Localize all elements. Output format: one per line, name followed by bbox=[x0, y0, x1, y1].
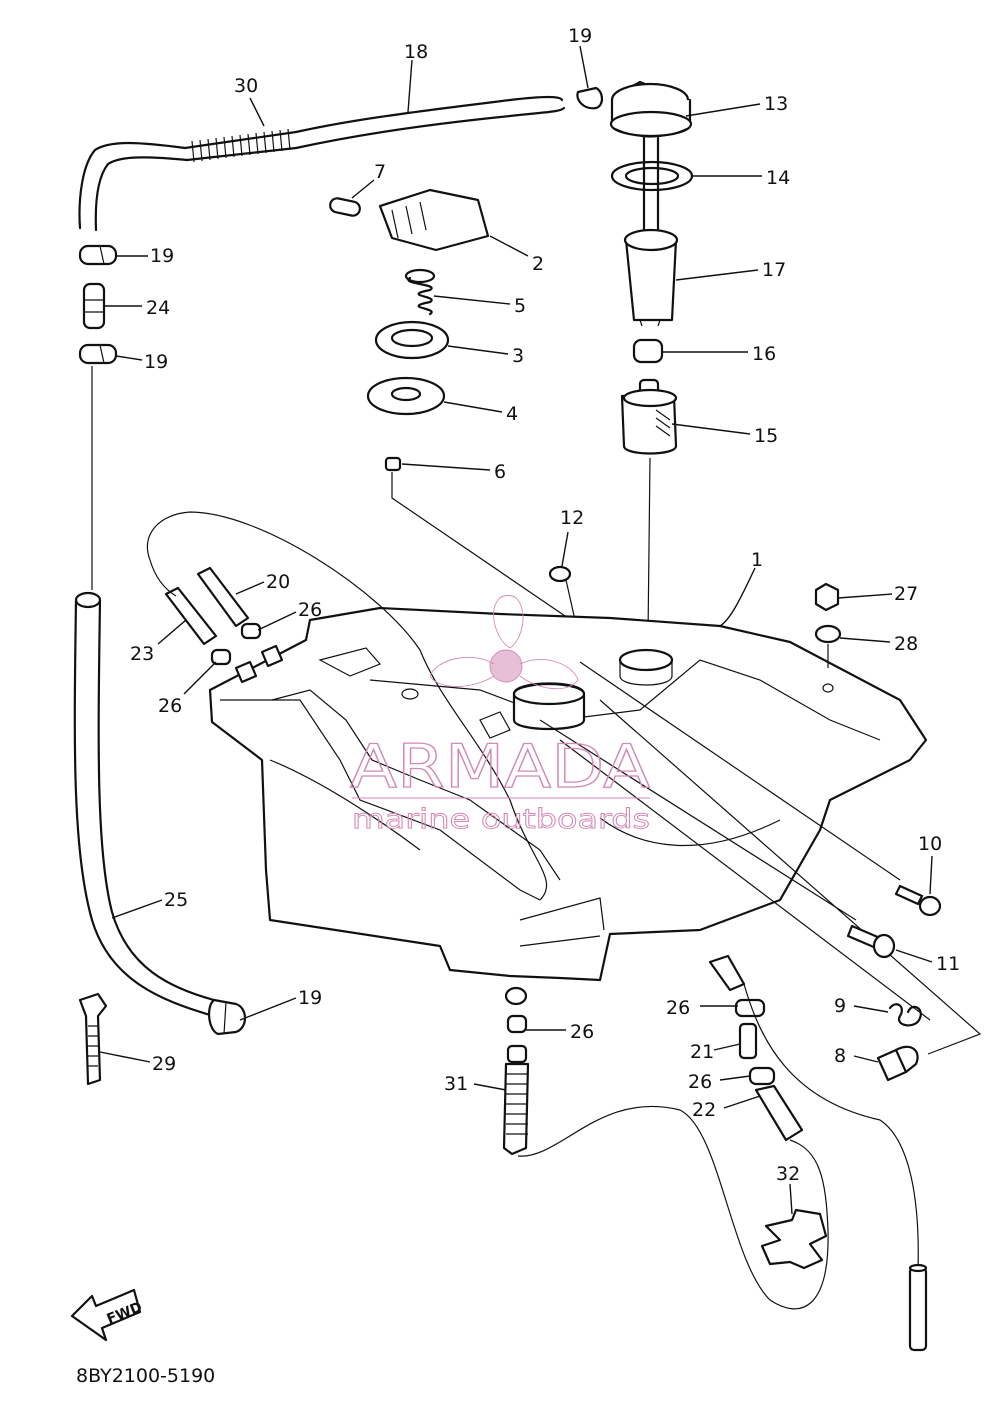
callout-1: 1 bbox=[751, 549, 763, 571]
clip-9 bbox=[888, 1003, 922, 1027]
clamp-16 bbox=[632, 338, 664, 364]
spring-5 bbox=[404, 268, 436, 316]
bracket-32 bbox=[760, 1208, 828, 1270]
callout-26-a: 26 bbox=[298, 599, 322, 621]
clip-8 bbox=[876, 1045, 919, 1082]
clamp-26-left-lower bbox=[210, 648, 232, 666]
callout-3: 3 bbox=[512, 345, 524, 367]
cap-2 bbox=[378, 188, 490, 252]
plate-4 bbox=[366, 376, 446, 416]
tube-23 bbox=[164, 586, 218, 646]
clamp-26-center bbox=[506, 1014, 528, 1034]
document-code: 8BY2100-5190 bbox=[76, 1365, 215, 1387]
callout-5: 5 bbox=[514, 295, 526, 317]
propeller-logo-icon bbox=[429, 595, 579, 690]
cable-tie-29 bbox=[78, 992, 108, 1086]
callout-leaders bbox=[99, 45, 933, 1215]
callout-26-b: 26 bbox=[158, 695, 182, 717]
filler-cap-13 bbox=[609, 80, 693, 138]
callout-14: 14 bbox=[766, 167, 790, 189]
clamp-19-top-left bbox=[78, 244, 118, 266]
fwd-arrow-icon: FWD bbox=[70, 1288, 145, 1342]
hose-31 bbox=[502, 1044, 530, 1156]
fuel-tank-1 bbox=[208, 606, 928, 982]
filter-15 bbox=[620, 378, 678, 455]
callout-30: 30 bbox=[234, 75, 258, 97]
callout-21: 21 bbox=[690, 1041, 714, 1063]
watermark-brand: ARMADA bbox=[350, 732, 650, 802]
callout-13: 13 bbox=[764, 93, 788, 115]
joint-24 bbox=[82, 282, 106, 330]
callout-18: 18 bbox=[404, 41, 428, 63]
callout-26-c: 26 bbox=[570, 1021, 594, 1043]
line-art: FWD ARMADA marine outboards bbox=[70, 80, 982, 1352]
pin-7 bbox=[329, 197, 361, 217]
callout-28: 28 bbox=[894, 633, 918, 655]
callout-4: 4 bbox=[506, 403, 518, 425]
corrugated-hose-30 bbox=[183, 128, 298, 163]
hose-elbow bbox=[708, 954, 746, 992]
clip-19-top bbox=[576, 86, 604, 110]
ring-14 bbox=[610, 160, 694, 192]
callout-12: 12 bbox=[560, 507, 584, 529]
callout-8: 8 bbox=[834, 1045, 846, 1067]
callout-32: 32 bbox=[776, 1163, 800, 1185]
hose-25 bbox=[73, 591, 216, 1017]
clamp-26-right-lower bbox=[748, 1066, 776, 1086]
callout-31: 31 bbox=[444, 1073, 468, 1095]
clamp-26-left-upper bbox=[240, 622, 262, 640]
callout-16: 16 bbox=[752, 343, 776, 365]
callout-29: 29 bbox=[152, 1053, 176, 1075]
nut-27 bbox=[814, 582, 840, 612]
callout-15: 15 bbox=[754, 425, 778, 447]
callout-10: 10 bbox=[918, 833, 942, 855]
callout-22: 22 bbox=[692, 1099, 716, 1121]
ring-3 bbox=[374, 320, 450, 360]
joint-21 bbox=[738, 1022, 758, 1060]
callout-23: 23 bbox=[130, 643, 154, 665]
grommet-26-center-upper bbox=[504, 986, 528, 1006]
callout-11: 11 bbox=[936, 953, 960, 975]
hose-22 bbox=[754, 1084, 804, 1142]
callout-19-left-2: 19 bbox=[144, 351, 168, 373]
callout-19-top: 19 bbox=[568, 25, 592, 47]
callout-24: 24 bbox=[146, 297, 170, 319]
callout-6: 6 bbox=[494, 461, 506, 483]
callout-19-left-1: 19 bbox=[150, 245, 174, 267]
bolt-11 bbox=[846, 924, 896, 959]
callout-9: 9 bbox=[834, 995, 846, 1017]
callout-19-bottom: 19 bbox=[298, 987, 322, 1009]
pipe-17 bbox=[623, 136, 679, 327]
nut-6 bbox=[384, 456, 569, 619]
clamp-19-second-left bbox=[78, 343, 118, 365]
watermark-tagline: marine outboards bbox=[352, 804, 650, 835]
callout-25: 25 bbox=[164, 889, 188, 911]
bolt-10 bbox=[894, 884, 942, 917]
callout-17: 17 bbox=[762, 259, 786, 281]
callout-26-e: 26 bbox=[688, 1071, 712, 1093]
callout-7: 7 bbox=[374, 161, 386, 183]
pipe-bottom-right bbox=[908, 1263, 928, 1352]
clamp-19-bottom bbox=[208, 998, 247, 1036]
callout-27: 27 bbox=[894, 583, 918, 605]
callout-2: 2 bbox=[532, 253, 544, 275]
washer-28 bbox=[814, 624, 842, 668]
clamp-26-right-upper bbox=[734, 998, 766, 1018]
armada-watermark: ARMADA marine outboards bbox=[349, 595, 651, 835]
callout-labels: 1 2 3 4 5 6 7 8 9 10 11 12 13 14 15 16 1… bbox=[130, 25, 960, 1185]
callout-26-d: 26 bbox=[666, 997, 690, 1019]
callout-20: 20 bbox=[266, 571, 290, 593]
tube-20 bbox=[196, 566, 250, 628]
